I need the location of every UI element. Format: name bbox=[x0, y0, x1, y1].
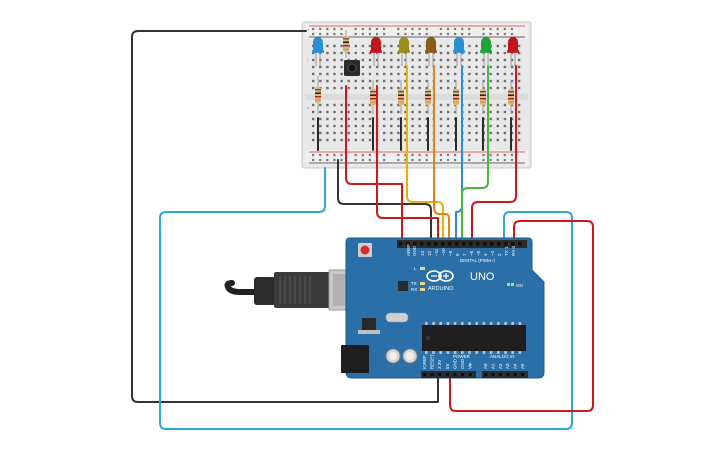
led-red[interactable] bbox=[507, 37, 519, 66]
wire-orange-led3 bbox=[433, 65, 450, 243]
rail-minus-label: - bbox=[307, 36, 309, 41]
power-pin-label: 3.3V bbox=[437, 360, 442, 369]
resistor[interactable] bbox=[453, 80, 459, 114]
digital-pin-label: ~11 bbox=[434, 248, 439, 256]
led-green[interactable] bbox=[480, 37, 492, 66]
digital-pin-label: ~9 bbox=[448, 250, 453, 256]
power-pin-label: GND bbox=[452, 358, 457, 369]
rx-led-label: RX bbox=[411, 287, 417, 292]
model-label: UNO bbox=[470, 271, 495, 283]
digital-pin-label: ~5 bbox=[476, 250, 481, 256]
digital-pin-label: 7 bbox=[462, 253, 467, 256]
power-pin-label: GND bbox=[460, 358, 465, 369]
l-led-label: L bbox=[414, 266, 417, 271]
digital-pin-label: 4 bbox=[483, 253, 488, 256]
power-jack[interactable] bbox=[341, 345, 369, 373]
power-label: POWER bbox=[453, 354, 471, 359]
power-pin-label: Vin bbox=[468, 362, 473, 369]
capacitors bbox=[385, 348, 418, 364]
breadboard-holes bbox=[312, 27, 521, 162]
digital-pin-label: ~3 bbox=[490, 250, 495, 256]
digital-pin-label: RX 0 bbox=[511, 245, 516, 256]
analog-pin-label: A2 bbox=[498, 363, 503, 369]
analog-pin-label: A4 bbox=[513, 363, 518, 369]
status-leds: L TX RX bbox=[411, 266, 425, 292]
led-group bbox=[312, 37, 519, 66]
resistor[interactable] bbox=[370, 80, 376, 114]
led-brown[interactable] bbox=[425, 37, 437, 66]
resistor[interactable] bbox=[508, 80, 514, 114]
gnd-label: GND bbox=[412, 245, 417, 256]
resistor[interactable] bbox=[315, 76, 321, 114]
reset-button[interactable] bbox=[358, 243, 372, 257]
resistor-group bbox=[315, 30, 514, 114]
on-led-label: ON bbox=[516, 283, 523, 288]
tx-led-label: TX bbox=[411, 281, 417, 286]
resistor[interactable] bbox=[398, 80, 404, 114]
crystal bbox=[385, 312, 409, 323]
row-letter-j: j bbox=[306, 56, 308, 61]
digital-header-pins bbox=[399, 242, 522, 246]
analog-pin-label: A1 bbox=[490, 363, 495, 369]
wire-black-button bbox=[337, 159, 432, 243]
resistor[interactable] bbox=[343, 30, 349, 58]
led-blue[interactable] bbox=[312, 37, 324, 66]
wire-cyan-long bbox=[159, 167, 573, 430]
digital-pin-label: 13 bbox=[420, 250, 425, 256]
analog-header bbox=[482, 371, 528, 378]
digital-pin-label: ~10 bbox=[441, 248, 446, 256]
wires bbox=[131, 30, 594, 430]
led-red[interactable] bbox=[370, 37, 382, 66]
analog-label: ANALOG IN bbox=[490, 354, 515, 359]
digital-pin-label: 8 bbox=[455, 253, 460, 256]
resistor[interactable] bbox=[480, 80, 486, 114]
power-pin-label: 5V bbox=[445, 363, 450, 369]
digital-pin-label: ~6 bbox=[469, 250, 474, 256]
breadboard: j e + - bbox=[301, 21, 532, 169]
power-pin-label: RESET bbox=[430, 354, 435, 369]
pushbutton[interactable] bbox=[344, 60, 360, 76]
digital-label: DIGITAL (PWM~) bbox=[460, 258, 495, 263]
atmega-chip bbox=[422, 322, 526, 354]
analog-pin-label: A0 bbox=[483, 363, 488, 369]
wire-red-led6 bbox=[471, 65, 517, 243]
brand-label: ARDUINO bbox=[428, 286, 454, 292]
voltage-regulator bbox=[358, 318, 380, 334]
wire-red-button bbox=[345, 85, 403, 243]
rail-plus-label: + bbox=[307, 27, 310, 32]
resistor[interactable] bbox=[425, 80, 431, 114]
arduino-logo bbox=[426, 270, 454, 282]
wire-red-power bbox=[449, 220, 594, 412]
bottom-header-pins bbox=[423, 373, 525, 377]
wire-red-led1 bbox=[376, 85, 439, 243]
row-letter-e: e bbox=[307, 105, 310, 110]
wire-green-led5 bbox=[461, 65, 489, 243]
led-blue[interactable] bbox=[453, 37, 465, 66]
aref-label: AREF bbox=[406, 244, 411, 256]
wire-black-ground-loop bbox=[131, 30, 439, 403]
digital-pin-label: 12 bbox=[427, 250, 432, 256]
digital-pin-label: TX 1 bbox=[504, 246, 509, 256]
on-led: ON bbox=[507, 283, 523, 288]
usb-chip bbox=[398, 281, 408, 291]
led-olive[interactable] bbox=[398, 37, 410, 66]
analog-pin-label: A3 bbox=[505, 363, 510, 369]
wire-yellow-led2 bbox=[406, 65, 444, 243]
power-pin-label: IOREF bbox=[422, 355, 427, 369]
digital-pin-label: 2 bbox=[497, 253, 502, 256]
analog-pin-label: A5 bbox=[520, 363, 525, 369]
